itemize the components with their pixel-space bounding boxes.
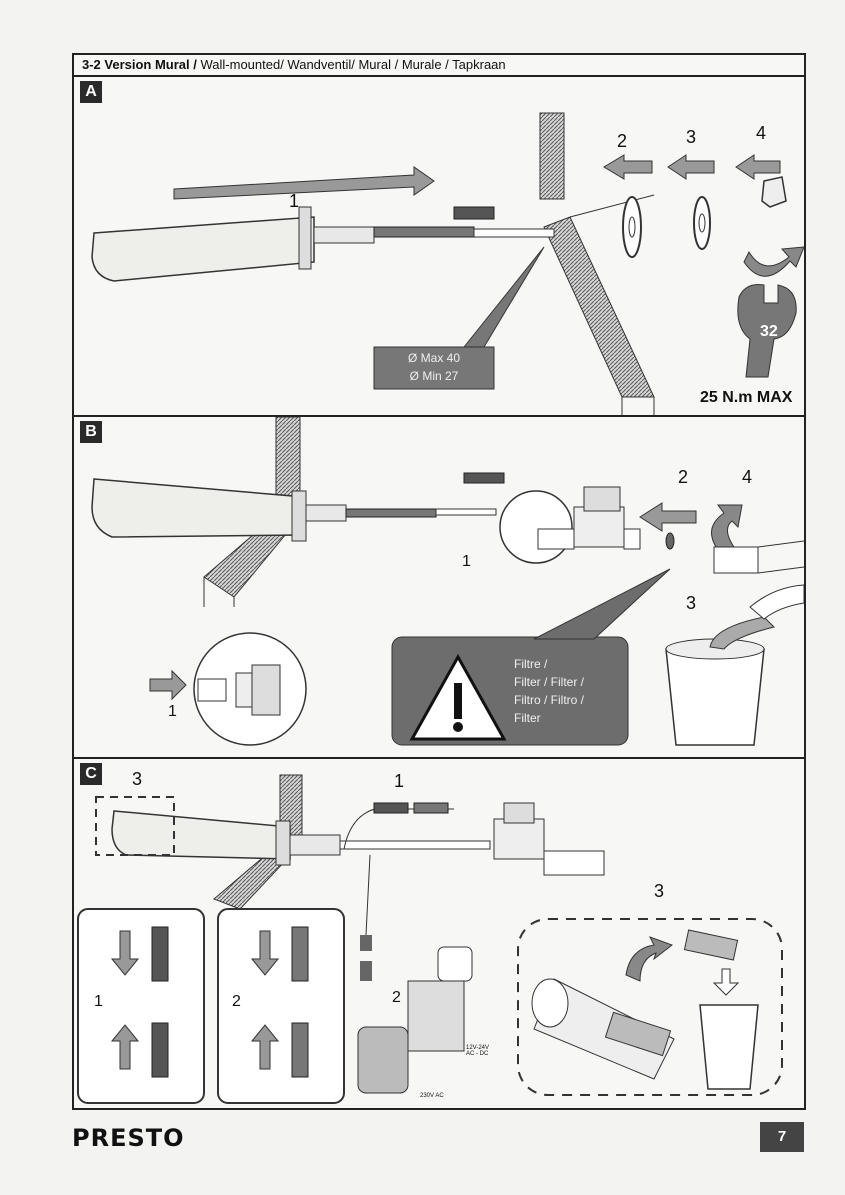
connect-box-1-step: 1	[94, 993, 103, 1011]
panel-b: B 1 2 3 4 1 Filtre / Filter / Filter / F…	[74, 417, 804, 759]
panel-b-badge: B	[80, 421, 102, 443]
panel-c-step-3-tap: 3	[132, 769, 142, 790]
panel-b-step-2: 2	[678, 467, 688, 488]
connect-box-2-step: 2	[232, 993, 241, 1011]
panel-c-step-3-battery: 3	[654, 881, 664, 902]
section-title-rest: Wall-mounted/ Wandventil/ Mural / Murale…	[197, 57, 506, 72]
pipe-diameter-max: Ø Max 40	[374, 349, 494, 367]
panel-b-step-1: 1	[462, 553, 471, 571]
panel-a-step-1: 1	[289, 191, 299, 212]
pipe-diameter-min: Ø Min 27	[374, 367, 494, 385]
panel-a-step-4: 4	[756, 123, 766, 144]
panel-b-illustration	[74, 417, 804, 759]
panel-c: C 3 1 3 2 1 2 12V-24V AC - DC 230V AC	[74, 759, 804, 1112]
pipe-diameter-callout: Ø Max 40 Ø Min 27	[374, 349, 494, 385]
panel-c-illustration	[74, 759, 804, 1112]
panel-b-detail-step: 1	[168, 703, 177, 721]
panel-c-badge: C	[80, 763, 102, 785]
instruction-frame: 3-2 Version Mural / Wall-mounted/ Wandve…	[72, 53, 806, 1110]
panel-c-step-1: 1	[394, 771, 404, 792]
filter-line-4: Filter	[514, 709, 624, 727]
wrench-size: 32	[760, 323, 778, 341]
adapter-voltage-label: 12V-24V AC - DC	[466, 1045, 489, 1057]
mains-voltage-label: 230V AC	[420, 1093, 444, 1099]
panel-c-step-2: 2	[392, 989, 401, 1007]
section-title: 3-2 Version Mural / Wall-mounted/ Wandve…	[74, 55, 804, 77]
filter-callout: Filtre / Filter / Filter / Filtro / Filt…	[514, 655, 624, 727]
brand-logo: PRESTO	[72, 1124, 185, 1152]
adapter-voltage-line-2: AC - DC	[466, 1051, 489, 1057]
panel-b-step-3: 3	[686, 593, 696, 614]
panel-a-step-3: 3	[686, 127, 696, 148]
filter-line-2: Filter / Filter /	[514, 673, 624, 691]
page-number: 7	[760, 1122, 804, 1152]
section-title-bold: 3-2 Version Mural /	[82, 57, 197, 72]
filter-line-3: Filtro / Filtro /	[514, 691, 624, 709]
panel-a: A 1 2 3 4 Ø Max 40 Ø Min 27 32 25 N.m MA…	[74, 77, 804, 417]
panel-b-step-4: 4	[742, 467, 752, 488]
torque-label: 25 N.m MAX	[700, 389, 792, 407]
panel-a-badge: A	[80, 81, 102, 103]
panel-a-step-2: 2	[617, 131, 627, 152]
filter-line-1: Filtre /	[514, 655, 624, 673]
